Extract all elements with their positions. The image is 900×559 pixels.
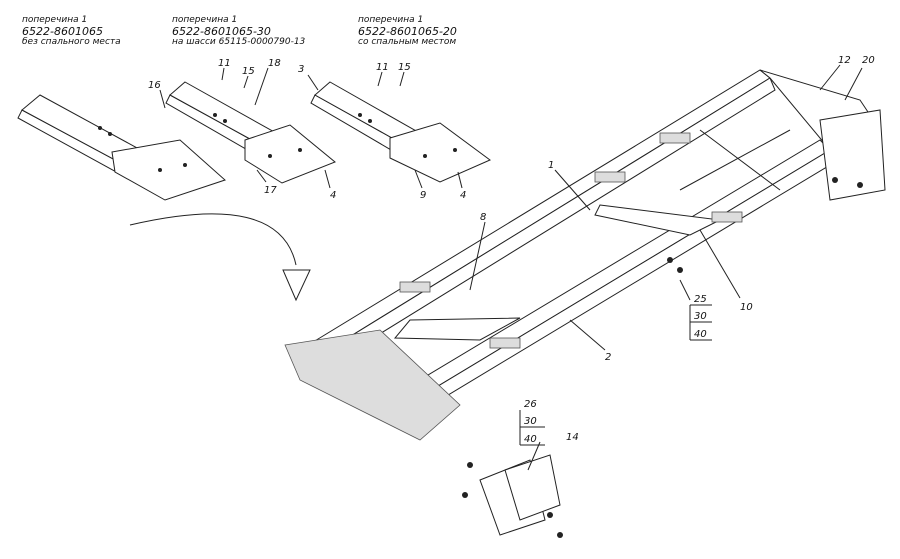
caption-note: без спального места <box>22 37 121 47</box>
crossmember-variant-1 <box>17 94 226 201</box>
callout-2: 2 <box>605 352 611 363</box>
callout-8: 8 <box>480 212 486 223</box>
callout-12: 12 <box>838 55 851 66</box>
callout-14: 14 <box>566 432 579 443</box>
callout-30: 30 <box>694 311 707 322</box>
callout-26: 26 <box>524 399 537 410</box>
crossmember-variant-3 <box>310 81 491 183</box>
caption-crossmember-variant-2: поперечина 1 6522-8601065-30 на шасси 65… <box>172 15 305 48</box>
chassis-frame <box>284 69 886 441</box>
callout-20: 20 <box>862 55 875 66</box>
callout-40: 40 <box>694 329 707 340</box>
crossmember-variant-2 <box>165 81 336 184</box>
callout-17: 17 <box>264 185 277 196</box>
callout-25: 25 <box>694 294 707 305</box>
caption-crossmember-variant-1: поперечина 1 6522-8601065 без спального … <box>22 15 121 48</box>
bracket-detail <box>462 454 563 538</box>
arrow-head-icon <box>282 269 311 302</box>
caption-part-number: 6522-8601065 <box>22 25 103 38</box>
callout-4: 4 <box>460 190 466 201</box>
caption-part-number: 6522-8601065-30 <box>172 25 271 38</box>
caption-crossmember-variant-3: поперечина 1 6522-8601065-20 со спальным… <box>358 15 457 48</box>
caption-part-number: 6522-8601065-20 <box>358 25 457 38</box>
callout-11: 11 <box>376 62 389 73</box>
callout-18: 18 <box>268 58 281 69</box>
caption-line: поперечина 1 <box>358 15 424 25</box>
caption-line: поперечина 1 <box>172 15 238 25</box>
callout-15: 15 <box>398 62 411 73</box>
callout-3: 3 <box>298 64 304 75</box>
callout-40: 40 <box>524 434 537 445</box>
assembly-arrow <box>129 213 297 266</box>
callout-9: 9 <box>420 190 426 201</box>
callout-1: 1 <box>548 160 554 171</box>
caption-note: на шасси 65115-0000790-13 <box>172 37 306 47</box>
caption-line: поперечина 1 <box>22 15 88 25</box>
caption-note: со спальным местом <box>358 37 457 47</box>
callout-11: 11 <box>218 58 231 69</box>
callout-16: 16 <box>148 80 161 91</box>
callout-15: 15 <box>242 66 255 77</box>
leader-lines <box>159 64 863 471</box>
callout-30: 30 <box>524 416 537 427</box>
callout-4: 4 <box>330 190 336 201</box>
callout-10: 10 <box>740 302 753 313</box>
